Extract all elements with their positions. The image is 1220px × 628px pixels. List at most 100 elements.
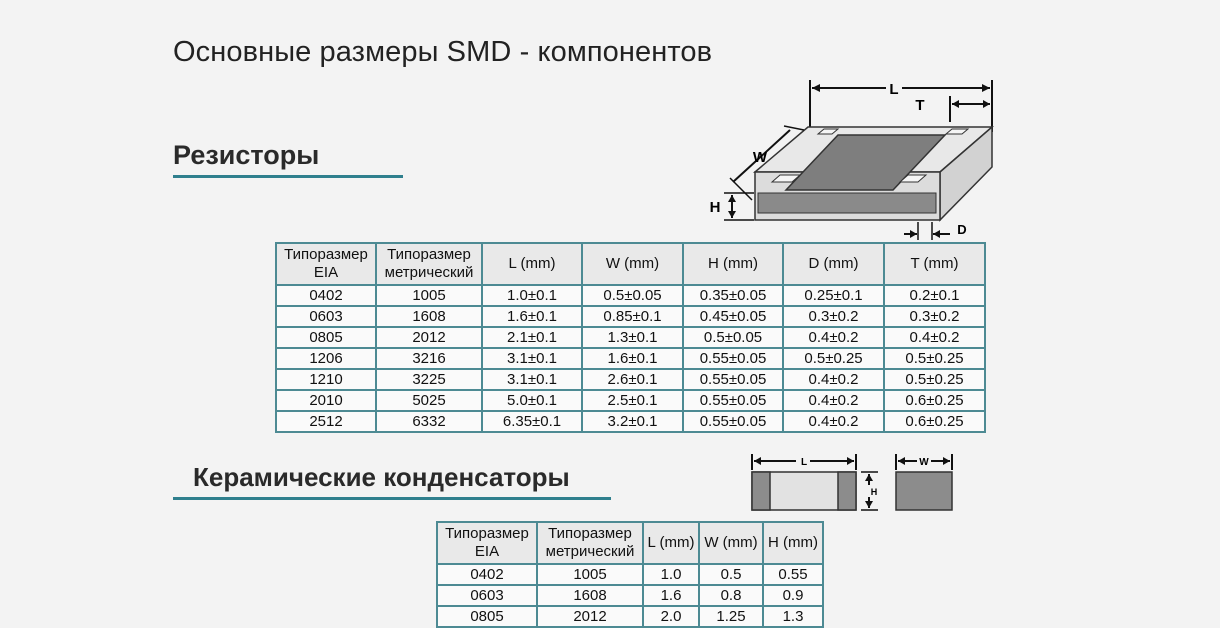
diagram-label-w: W xyxy=(753,149,768,166)
table-cell: 0.6±0.25 xyxy=(883,389,986,412)
cap-label-w: W xyxy=(919,457,929,468)
table-cell: 3.2±0.1 xyxy=(581,410,684,433)
diagram-label-l: L xyxy=(889,81,898,98)
col-header: W (mm) xyxy=(698,521,764,565)
table-cell: 0.3±0.2 xyxy=(883,305,986,328)
table-cell: 0.8 xyxy=(698,584,764,607)
table-cell: 3.1±0.1 xyxy=(481,347,583,370)
table-cell: 0.4±0.2 xyxy=(782,410,885,433)
diagram-label-t: T xyxy=(915,97,924,114)
table-cell: 1.6 xyxy=(642,584,700,607)
table-cell: 0.55±0.05 xyxy=(682,347,784,370)
cap-label-h: H xyxy=(871,487,878,497)
table-cell: 3225 xyxy=(375,368,483,391)
table-cell: 0.4±0.2 xyxy=(782,368,885,391)
table-cell: 2512 xyxy=(275,410,377,433)
table-cell: 0.4±0.2 xyxy=(782,389,885,412)
table-cell: 0805 xyxy=(436,605,538,628)
table-cell: 0603 xyxy=(436,584,538,607)
col-header: L (mm) xyxy=(642,521,700,565)
table-cell: 0.5±0.05 xyxy=(581,284,684,307)
col-header: W (mm) xyxy=(581,242,684,286)
table-cell: 2.0 xyxy=(642,605,700,628)
table-cell: 0.55±0.05 xyxy=(682,389,784,412)
table-cell: 1005 xyxy=(536,563,644,586)
table-cell: 0.9 xyxy=(762,584,824,607)
table-cell: 2.1±0.1 xyxy=(481,326,583,349)
table-cell: 3.1±0.1 xyxy=(481,368,583,391)
col-header: H (mm) xyxy=(682,242,784,286)
table-cell: 2.6±0.1 xyxy=(581,368,684,391)
table-cell: 0.5±0.25 xyxy=(782,347,885,370)
table-cell: 0.45±0.05 xyxy=(682,305,784,328)
table-cell: 6.35±0.1 xyxy=(481,410,583,433)
table-cell: 1.0 xyxy=(642,563,700,586)
table-cell: 0.35±0.05 xyxy=(682,284,784,307)
table-cell: 0.2±0.1 xyxy=(883,284,986,307)
table-cell: 0.4±0.2 xyxy=(782,326,885,349)
table-cell: 0.85±0.1 xyxy=(581,305,684,328)
table-cell: 1.25 xyxy=(698,605,764,628)
diagram-label-h: H xyxy=(710,199,721,216)
table-cell: 3216 xyxy=(375,347,483,370)
table-cell: 1.3±0.1 xyxy=(581,326,684,349)
table-cell: 0.55±0.05 xyxy=(682,368,784,391)
table-cell: 1.3 xyxy=(762,605,824,628)
table-cell: 0.4±0.2 xyxy=(883,326,986,349)
table-cell: 5025 xyxy=(375,389,483,412)
table-cell: 2012 xyxy=(375,326,483,349)
capacitors-heading: Керамические конденсаторы xyxy=(173,462,611,500)
table-cell: 0.5±0.05 xyxy=(682,326,784,349)
table-cell: 0.3±0.2 xyxy=(782,305,885,328)
diagram-label-d: D xyxy=(957,222,966,237)
table-cell: 6332 xyxy=(375,410,483,433)
table-cell: 0.5±0.25 xyxy=(883,347,986,370)
table-cell: 1210 xyxy=(275,368,377,391)
table-cell: 0.5 xyxy=(698,563,764,586)
table-cell: 0402 xyxy=(275,284,377,307)
table-cell: 1.6±0.1 xyxy=(481,305,583,328)
table-cell: 0805 xyxy=(275,326,377,349)
resistors-heading: Резисторы xyxy=(173,140,403,178)
table-cell: 1608 xyxy=(536,584,644,607)
table-cell: 5.0±0.1 xyxy=(481,389,583,412)
table-cell: 1.0±0.1 xyxy=(481,284,583,307)
page-title: Основные размеры SMD - компонентов xyxy=(173,36,713,68)
table-cell: 0.55 xyxy=(762,563,824,586)
table-cell: 0.5±0.25 xyxy=(883,368,986,391)
table-cell: 1206 xyxy=(275,347,377,370)
table-cell: 1608 xyxy=(375,305,483,328)
cap-label-l: L xyxy=(801,457,807,468)
capacitor-diagram: L H W xyxy=(751,452,953,511)
col-header: H (mm) xyxy=(762,521,824,565)
table-cell: 2010 xyxy=(275,389,377,412)
table-cell: 0.25±0.1 xyxy=(782,284,885,307)
table-cell: 0.6±0.25 xyxy=(883,410,986,433)
table-cell: 2.5±0.1 xyxy=(581,389,684,412)
col-header: L (mm) xyxy=(481,242,583,286)
resistor-diagram: L T W H D xyxy=(710,80,995,240)
col-header: T (mm) xyxy=(883,242,986,286)
table-cell: 1.6±0.1 xyxy=(581,347,684,370)
table-cell: 0603 xyxy=(275,305,377,328)
col-header: D (mm) xyxy=(782,242,885,286)
table-cell: 0.55±0.05 xyxy=(682,410,784,433)
table-cell: 0402 xyxy=(436,563,538,586)
